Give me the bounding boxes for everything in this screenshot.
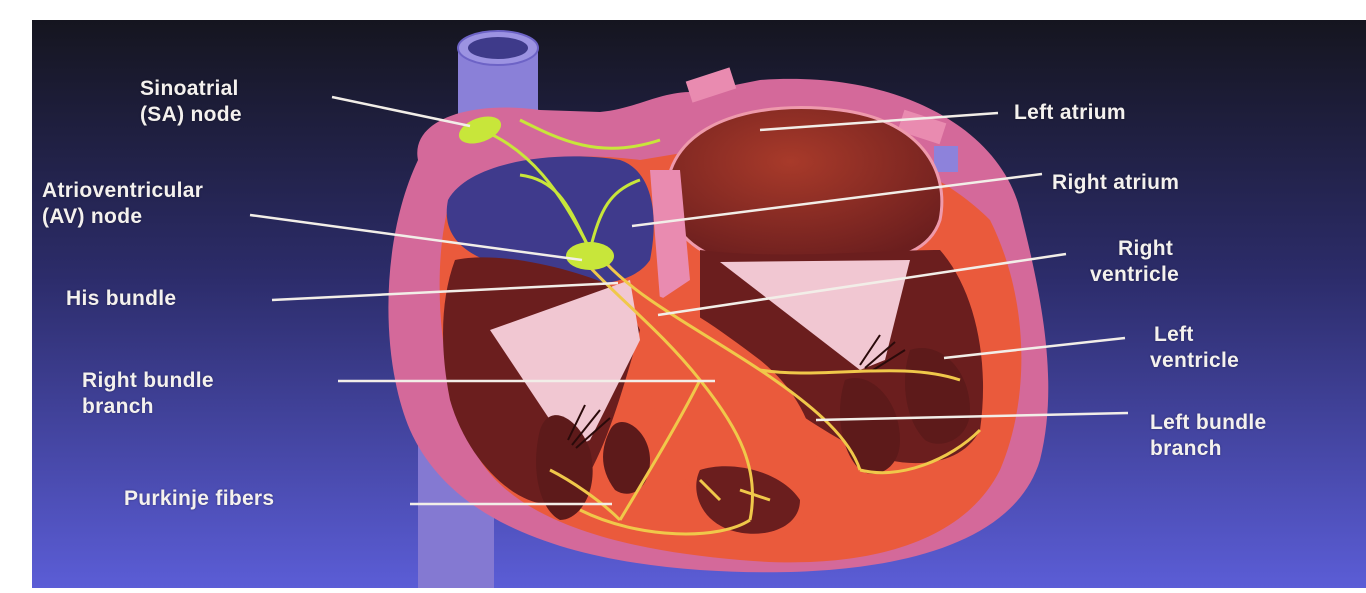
label-left-atrium-line1: Left atrium <box>1014 100 1126 126</box>
label-left-ventricle-line2: ventricle <box>1150 348 1239 374</box>
label-his-bundle-line1: His bundle <box>66 286 176 312</box>
label-his-bundle: His bundle <box>66 286 176 312</box>
label-left-bundle: Left bundle branch <box>1150 410 1266 462</box>
label-left-ventricle-line1: Left <box>1150 322 1239 348</box>
label-right-ventricle-line2: ventricle <box>1090 262 1179 288</box>
label-left-bundle-line1: Left bundle <box>1150 410 1266 436</box>
av-node <box>566 242 614 270</box>
label-purkinje: Purkinje fibers <box>124 486 274 512</box>
label-sa-node-line2: (SA) node <box>140 102 242 128</box>
label-right-atrium: Right atrium <box>1052 170 1179 196</box>
label-sa-node: Sinoatrial (SA) node <box>140 76 242 128</box>
left-atrium <box>667 108 942 262</box>
label-av-node-line1: Atrioventricular <box>42 178 203 204</box>
label-left-bundle-line2: branch <box>1150 436 1266 462</box>
label-av-node-line2: (AV) node <box>42 204 203 230</box>
label-av-node: Atrioventricular (AV) node <box>42 178 203 230</box>
label-right-atrium-line1: Right atrium <box>1052 170 1179 196</box>
pulmonary-vein-stub <box>934 146 958 172</box>
label-right-ventricle-line1: Right <box>1090 236 1179 262</box>
label-right-bundle-line2: branch <box>82 394 214 420</box>
label-left-atrium: Left atrium <box>1014 100 1126 126</box>
label-left-ventricle: Left ventricle <box>1150 322 1239 374</box>
label-right-bundle-line1: Right bundle <box>82 368 214 394</box>
label-right-bundle: Right bundle branch <box>82 368 214 420</box>
label-right-ventricle: Right ventricle <box>1090 236 1179 288</box>
label-purkinje-line1: Purkinje fibers <box>124 486 274 512</box>
label-sa-node-line1: Sinoatrial <box>140 76 242 102</box>
